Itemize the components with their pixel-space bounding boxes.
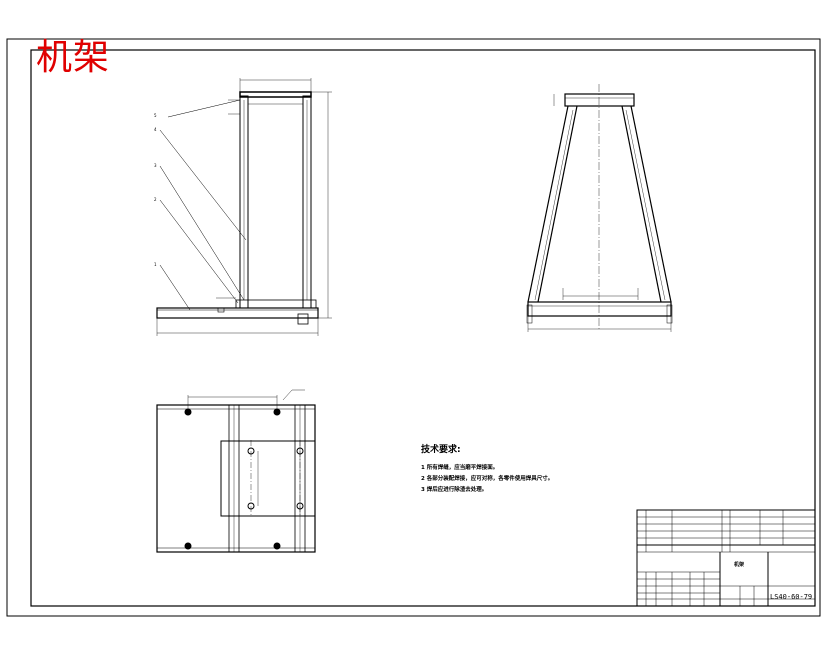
title-block	[636, 509, 816, 607]
technical-note-1: 1 所有焊缝，应当磨平焊接面。	[421, 465, 499, 471]
front-view	[156, 78, 332, 336]
drawing-title: 机架	[36, 37, 111, 78]
inner-border	[30, 49, 816, 607]
technical-requirements-heading: 技术要求:	[421, 445, 461, 455]
balloon-3: 3	[154, 163, 157, 168]
technical-note-2: 2 各部分装配焊接，应可对称，各零件使用焊具尺寸。	[421, 476, 554, 482]
balloon-5: 5	[154, 113, 157, 118]
outer-border	[6, 38, 821, 617]
balloon-1: 1	[154, 262, 157, 267]
balloon-4: 4	[154, 127, 157, 132]
technical-note-3: 3 焊后应进行除渣去处理。	[421, 487, 488, 493]
top-view	[156, 389, 316, 553]
side-view	[526, 84, 673, 332]
drawing-number: LS40-60-79	[770, 593, 813, 601]
balloon-2: 2	[154, 197, 157, 202]
title-block-part-name: 机架	[734, 562, 745, 568]
